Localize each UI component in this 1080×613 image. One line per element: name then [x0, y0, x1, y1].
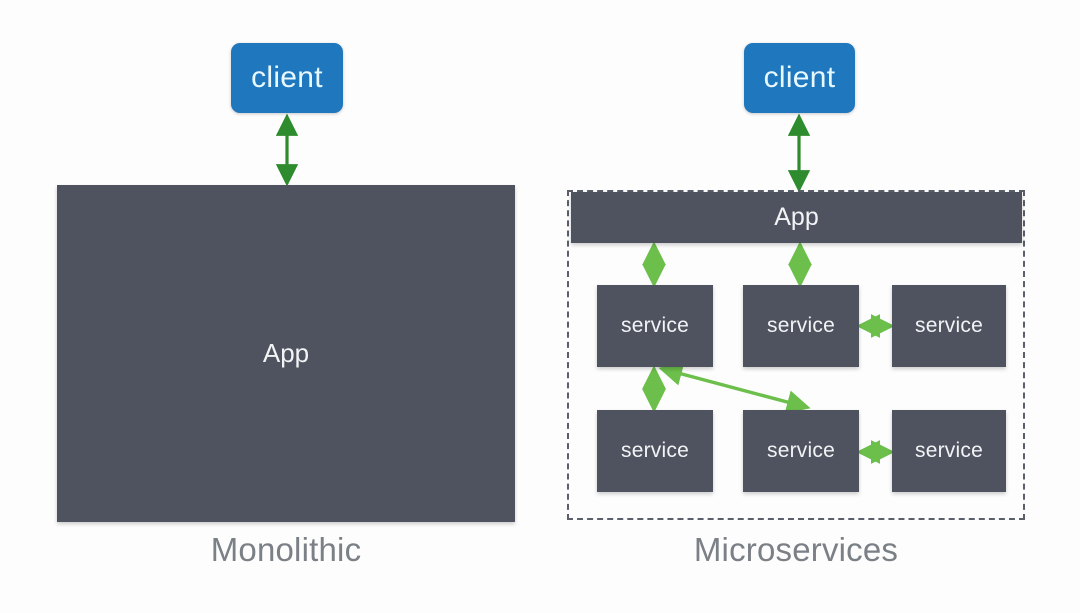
microservices-app-bar[interactable]: App [571, 192, 1022, 243]
client-label-right: client [763, 61, 836, 94]
service-label-r1c2: service [767, 314, 835, 337]
service-box-r1c3[interactable]: service [892, 285, 1006, 367]
client-box-left[interactable]: client [231, 43, 343, 113]
service-label-r2c3: service [915, 439, 983, 462]
service-label-r1c3: service [915, 314, 983, 337]
monolith-app-label: App [262, 338, 310, 368]
service-box-r2c3[interactable]: service [892, 410, 1006, 492]
service-label-r2c2: service [767, 439, 835, 462]
service-box-r2c1[interactable]: service [597, 410, 713, 492]
service-box-r1c1[interactable]: service [597, 285, 713, 367]
monolith-app-box[interactable]: App [57, 185, 515, 522]
service-box-r1c2[interactable]: service [743, 285, 859, 367]
microservices-boundary [567, 190, 1025, 520]
service-box-r2c2[interactable]: service [743, 410, 859, 492]
caption-microservices: Microservices [693, 531, 899, 568]
microservices-app-label: App [774, 203, 819, 231]
client-label-left: client [251, 61, 323, 94]
service-label-r1c1: service [621, 314, 689, 337]
service-label-r2c1: service [621, 439, 689, 462]
caption-monolithic: Monolithic [210, 531, 362, 568]
client-box-right[interactable]: client [744, 43, 855, 113]
